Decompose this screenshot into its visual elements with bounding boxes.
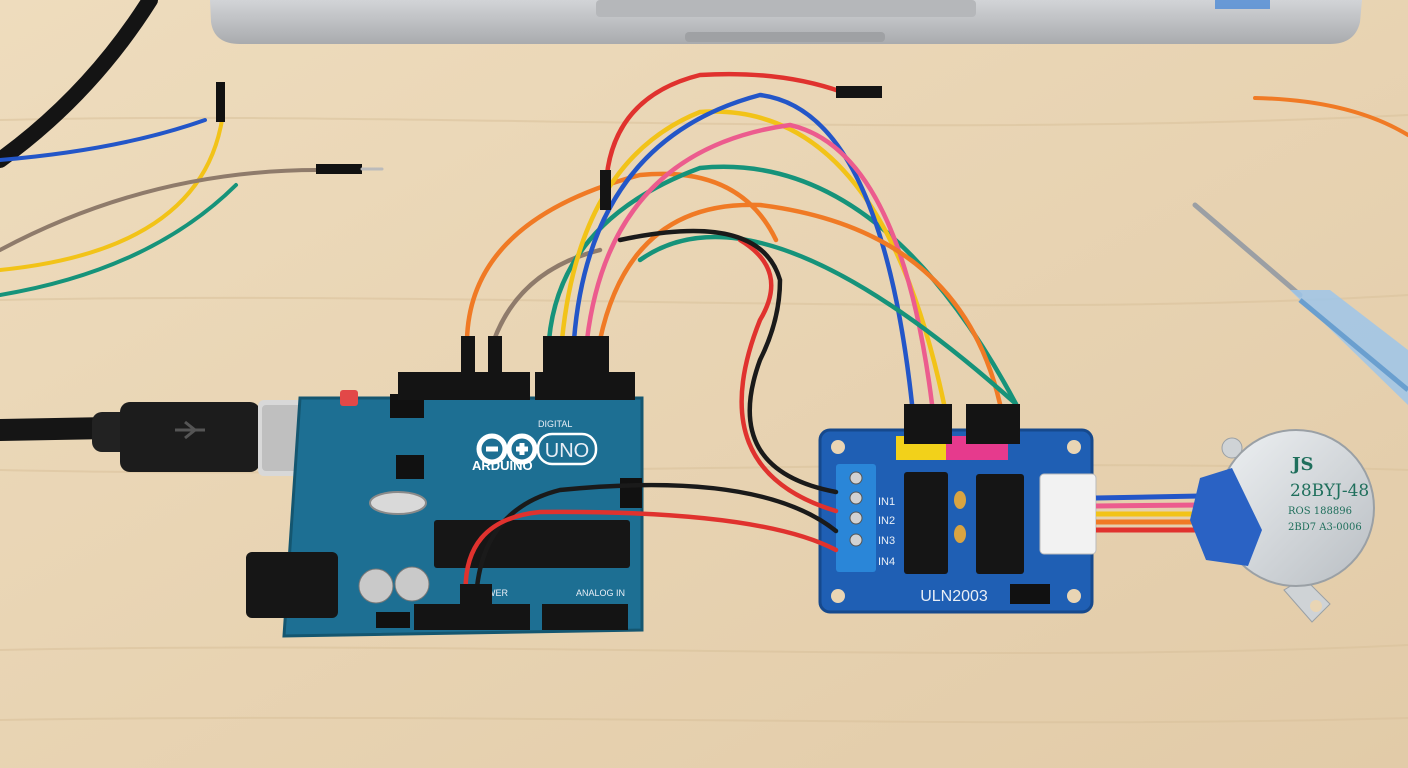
digital-header-2	[535, 372, 635, 400]
loose-wire-brown	[0, 168, 320, 252]
wire-red-in	[737, 237, 839, 514]
digital-header-1	[398, 372, 530, 400]
jumper-connectors	[460, 86, 1020, 614]
loose-wire-blue	[0, 118, 207, 162]
power-jack	[246, 552, 338, 618]
laptop	[210, 0, 1362, 44]
uln-chip-2	[976, 474, 1024, 574]
uno-badge	[536, 432, 598, 466]
usb-icon	[175, 420, 205, 440]
input-label-4: IN4	[878, 556, 895, 568]
capacitor-1	[358, 568, 394, 604]
uno-label: UNO	[545, 440, 589, 462]
wire-black-power	[473, 482, 839, 603]
arduino-brand: ARDUINO	[472, 458, 533, 473]
screwdriver	[1192, 202, 1408, 405]
capacitor-2	[394, 566, 430, 602]
usb-cable-top	[0, 0, 158, 168]
motor-cable	[1095, 493, 1201, 533]
wire-orange-b	[597, 202, 1003, 407]
wire-brown	[491, 247, 603, 343]
wire-red-power	[463, 509, 839, 603]
reset-button	[340, 390, 358, 406]
analog-label: ANALOG IN	[576, 588, 625, 598]
driver-name: ULN2003	[920, 588, 988, 605]
wire-green-b	[637, 234, 1019, 407]
wire-black-in	[617, 228, 839, 495]
loose-pin-brown	[316, 164, 362, 174]
stepper-motor: JS 28BYJ-48 ROS 188896 2BD7 A3-0006	[1190, 429, 1375, 623]
wire-red-loose	[603, 71, 845, 211]
wire-pink-a	[584, 122, 935, 407]
motor-model: 28BYJ-48	[1290, 481, 1369, 501]
uln-chip-1	[904, 472, 948, 574]
uln2003-driver-board: ULN2003 IN1 IN2 IN3 IN4	[818, 428, 1097, 614]
analog-header	[542, 604, 628, 630]
jumper-wires	[463, 71, 1019, 603]
usb-chip	[396, 455, 424, 479]
loose-wire-green	[0, 183, 238, 297]
loose-wires	[0, 0, 1408, 297]
atmega-chip	[434, 520, 630, 568]
loose-pin-yellow	[216, 82, 225, 122]
wire-blue-a	[571, 92, 915, 407]
arduino-board: UNO ARDUINO DIGITAL POWER ANALOG IN	[246, 372, 644, 638]
motor-cap	[1190, 468, 1262, 566]
crystal	[369, 491, 427, 515]
digital-label: DIGITAL	[538, 419, 572, 429]
wood-grain	[0, 114, 1408, 724]
motor-connector	[1039, 473, 1097, 555]
input-label-3: IN3	[878, 535, 895, 547]
arduino-logo-icon	[476, 433, 538, 465]
loose-wire-orange	[1253, 96, 1408, 137]
input-label-1: IN1	[878, 496, 895, 508]
motor-logo: JS	[1290, 454, 1314, 475]
input-label-2: IN2	[878, 515, 895, 527]
motor-line-1: ROS 188896	[1288, 506, 1352, 517]
motor-line-2: 2BD7 A3-0006	[1288, 522, 1362, 533]
loose-wire-yellow	[0, 118, 224, 272]
